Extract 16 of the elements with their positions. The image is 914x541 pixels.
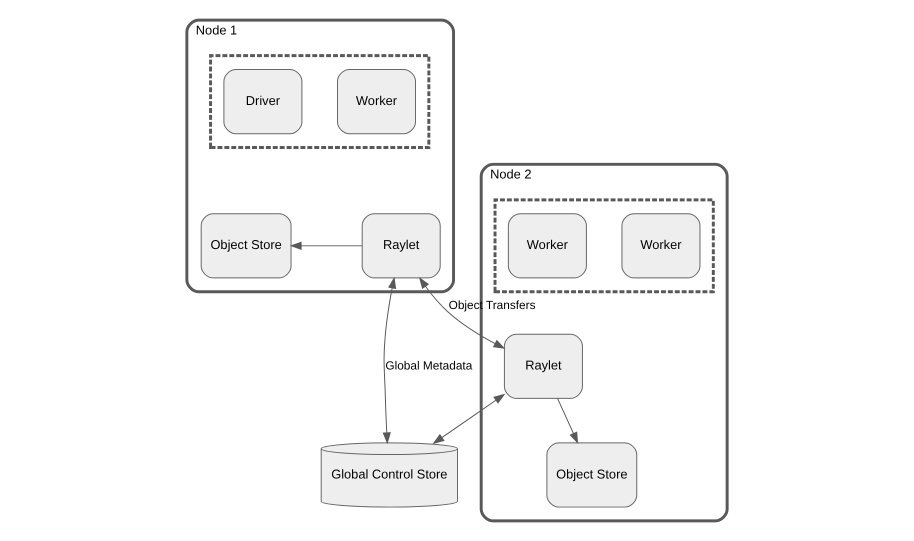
node-box: Raylet — [504, 334, 583, 399]
cluster — [209, 54, 430, 149]
node-box: Worker — [337, 69, 416, 134]
node-box: Object Store — [200, 213, 292, 278]
arrow — [382, 276, 396, 444]
edge-label: Global Metadata — [385, 358, 472, 372]
arrow — [290, 242, 363, 250]
node-box: Object Store — [546, 442, 638, 508]
node-box: Raylet — [362, 213, 441, 278]
cluster — [494, 198, 715, 294]
arrow — [432, 394, 506, 444]
node-box: Worker — [621, 213, 700, 278]
node-box: Driver — [223, 69, 302, 134]
node-box: Worker — [508, 213, 587, 278]
arrow — [418, 276, 506, 349]
arrow — [557, 398, 578, 444]
